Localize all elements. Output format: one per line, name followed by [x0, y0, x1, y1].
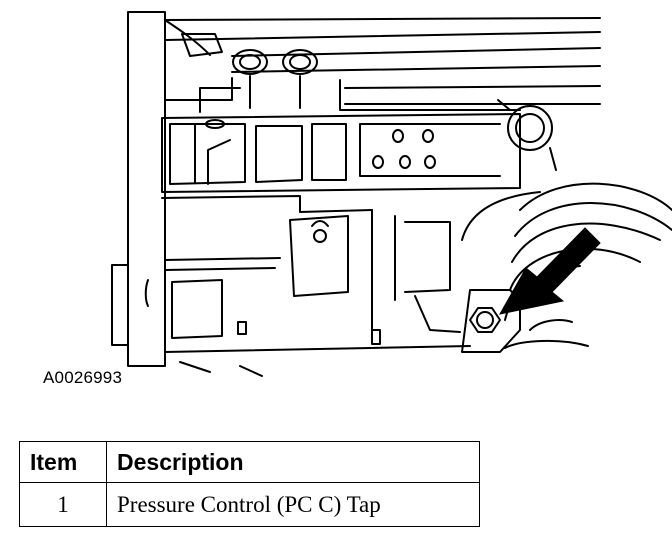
valve-body-outline	[161, 113, 521, 193]
description-column-header: Description	[106, 441, 480, 483]
item-description-cell: Pressure Control (PC C) Tap	[106, 482, 480, 527]
hex-plug-icon	[469, 307, 501, 333]
valve-body-bolts	[372, 129, 436, 169]
case-left-flange	[127, 11, 166, 367]
item-column-header: Item	[19, 441, 107, 483]
transmission-case-illustration	[111, 11, 672, 377]
top-port-right	[282, 49, 318, 75]
torque-converter-arc	[519, 182, 672, 211]
right-housing	[461, 191, 541, 241]
top-port-left	[232, 49, 268, 75]
item-number-cell: 1	[19, 482, 107, 527]
legend-header-row: Item Description	[19, 441, 480, 483]
center-bracket	[289, 215, 349, 297]
legend-table: Item Description 1 Pressure Control (PC …	[19, 441, 480, 527]
cooler-line-fitting	[507, 105, 553, 151]
table-row: 1 Pressure Control (PC C) Tap	[19, 482, 480, 527]
figure-reference-id: A0026993	[43, 368, 123, 387]
solid-arrow-icon	[499, 227, 601, 315]
case-top-rail	[164, 17, 601, 73]
